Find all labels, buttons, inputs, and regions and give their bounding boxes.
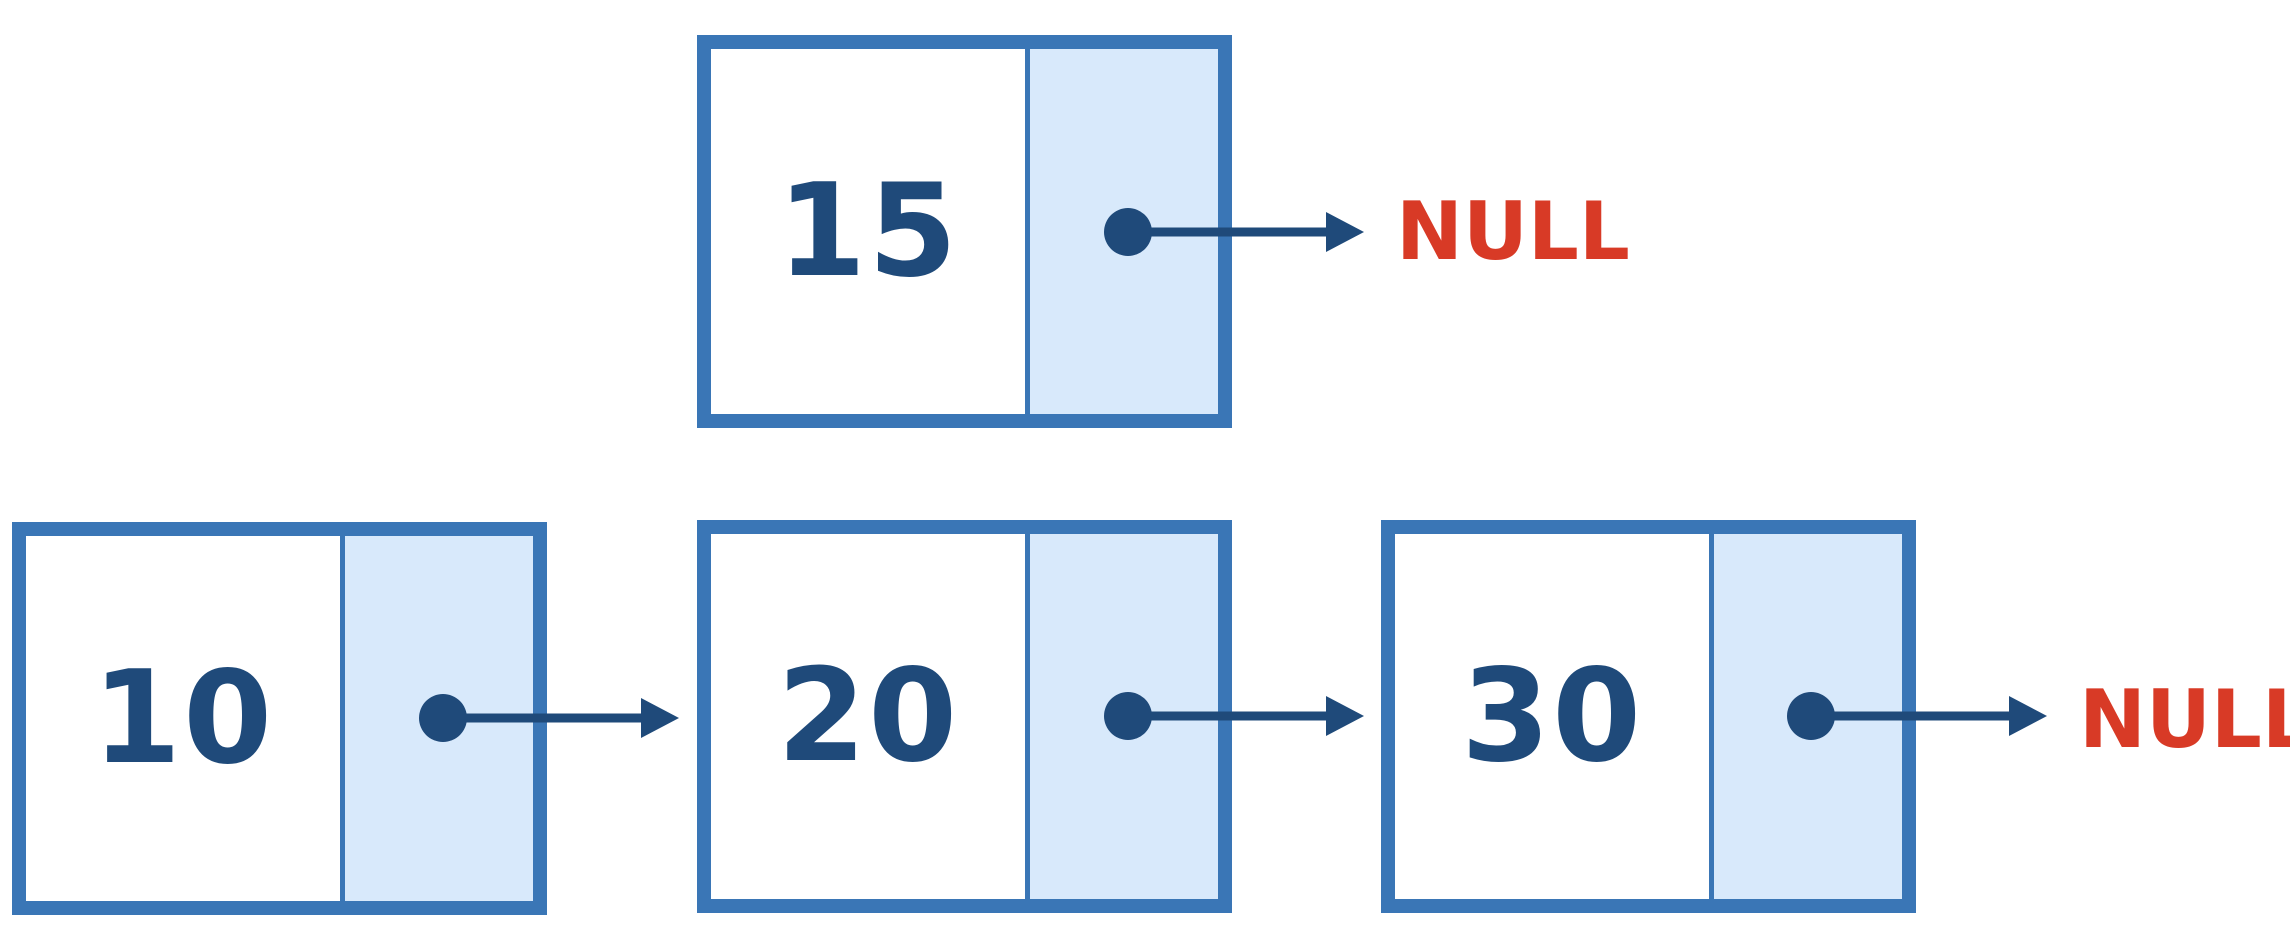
arrowhead-30-icon <box>2009 696 2047 736</box>
node-20-next-pointer-field <box>1025 534 1218 899</box>
node-20-value: 20 <box>777 642 960 791</box>
node-30-value: 30 <box>1461 642 1644 791</box>
null-label-bottom: NULL <box>2079 673 2290 766</box>
null-label-top: NULL <box>1396 185 1630 278</box>
arrowhead-15-icon <box>1326 212 1364 252</box>
node-20: 20 <box>697 520 1232 913</box>
node-10-next-pointer-field <box>340 536 533 901</box>
arrowhead-10-icon <box>641 698 679 738</box>
node-15: 15 <box>697 35 1232 428</box>
node-15-value: 15 <box>777 157 960 306</box>
node-30: 30 <box>1381 520 1916 913</box>
arrowhead-20-icon <box>1326 696 1364 736</box>
node-30-next-pointer-field <box>1709 534 1902 899</box>
node-15-next-pointer-field <box>1025 49 1218 414</box>
node-10: 10 <box>12 522 547 915</box>
node-10-value: 10 <box>92 644 275 793</box>
